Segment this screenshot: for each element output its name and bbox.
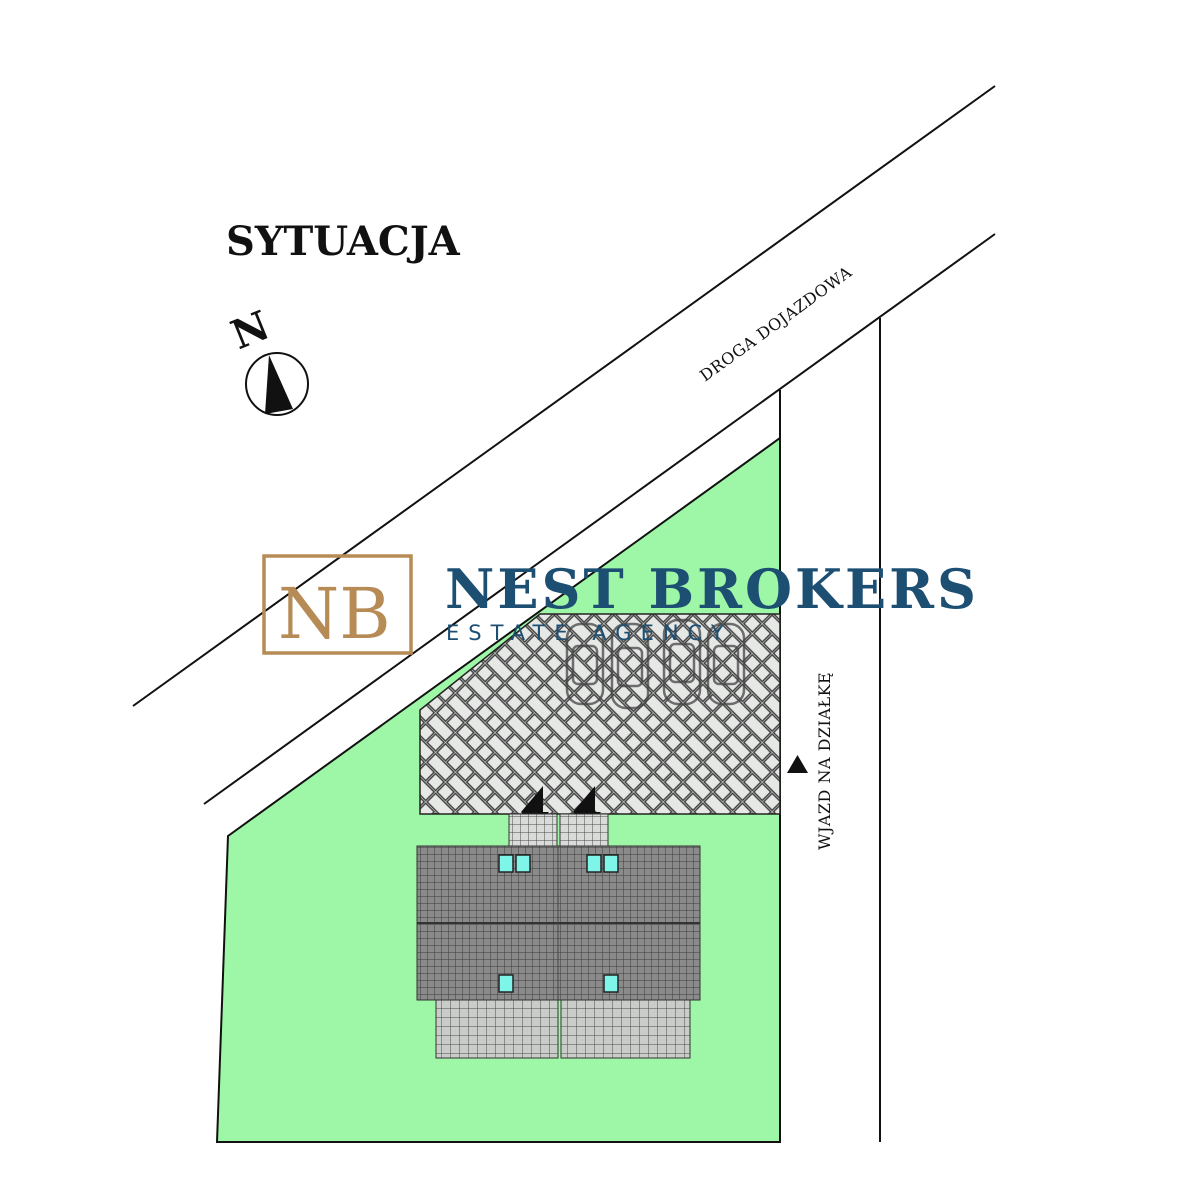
brand-tagline: ESTATE AGENCY [446,621,733,645]
terrace-right [560,999,691,1059]
terrace-left [435,999,559,1059]
paved-driveway [419,613,781,815]
car-icon [565,622,605,706]
entry-label: WJAZD NA DZIAŁKĘ [815,672,834,850]
logo-frame [262,554,413,655]
logo-monogram: NB [278,573,391,655]
road-label: DROGA DOJAZDOWA [696,262,855,385]
road-edge-upper [132,85,996,707]
car-icon [706,622,746,706]
walkway-left [508,813,558,849]
north-label: N [225,302,277,359]
north-compass-icon [245,352,309,416]
roof-windows [498,854,619,993]
parking-cars [565,618,746,710]
plan-title: SYTUACJA [226,218,461,265]
entry-arrow-icon [787,755,808,773]
walkway-right [559,813,609,849]
road-edge-lower [203,233,996,805]
car-icon [662,618,702,706]
car-icon [610,622,650,710]
brand-name: NEST BROKERS [445,557,979,621]
watermark-logo: NB NEST BROKERS ESTATE AGENCY [262,554,979,655]
